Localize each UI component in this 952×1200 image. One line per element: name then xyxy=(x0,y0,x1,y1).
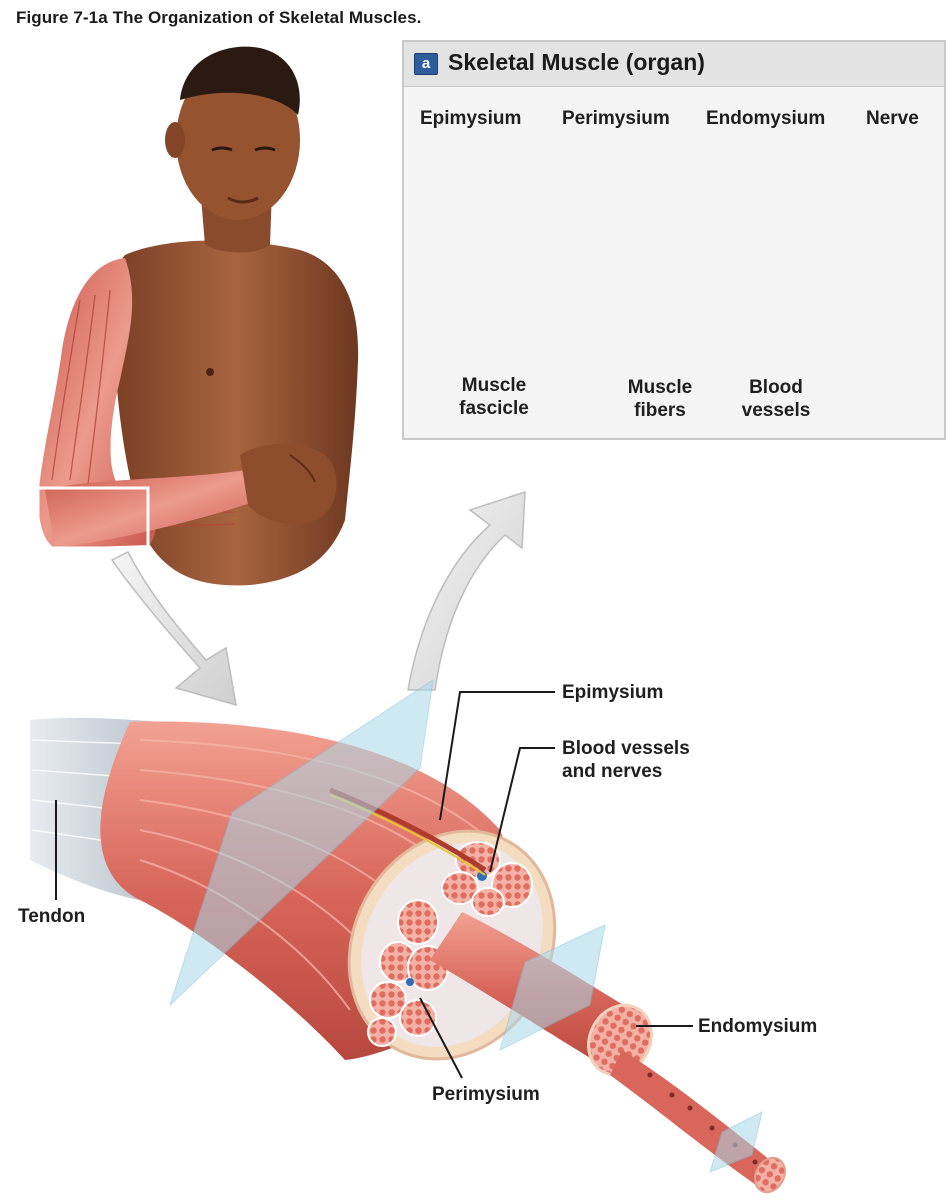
label-perimysium-bottom: Perimysium xyxy=(432,1084,540,1105)
label-muscle-fascicle-line1: Muscle xyxy=(461,375,527,396)
panel-header: a Skeletal Muscle (organ) xyxy=(404,42,944,87)
flow-arrow-up xyxy=(407,490,526,691)
panel-badge: a xyxy=(414,53,438,75)
label-blood-vessels-line1: Blood xyxy=(749,377,803,398)
skeletal-muscle-panel: a Skeletal Muscle (organ) xyxy=(402,40,946,440)
human-figure xyxy=(36,46,359,586)
flow-arrow-down xyxy=(110,550,237,707)
label-nerve-panel: Nerve xyxy=(866,108,919,129)
label-blood-vessels-nerves-line1: Blood vessels xyxy=(562,738,690,759)
label-blood-vessels-panel: Blood vessels xyxy=(728,376,824,422)
label-muscle-fibers: Muscle fibers xyxy=(612,376,708,422)
label-tendon: Tendon xyxy=(18,906,86,927)
muscle-illustration xyxy=(30,678,786,1194)
panel-title: Skeletal Muscle (organ) xyxy=(448,49,705,75)
label-perimysium-panel: Perimysium xyxy=(562,108,670,129)
label-muscle-fibers-line2: fibers xyxy=(634,400,686,421)
label-muscle-fascicle: Muscle fascicle xyxy=(446,374,542,420)
label-blood-vessels-nerves: Blood vessels and nerves xyxy=(562,737,690,783)
label-endomysium-panel: Endomysium xyxy=(706,108,826,129)
label-epimysium-panel: Epimysium xyxy=(420,108,522,129)
label-muscle-fascicle-line2: fascicle xyxy=(459,398,529,419)
label-muscle-fibers-line1: Muscle xyxy=(627,377,693,398)
figure-title: Figure 7-1a The Organization of Skeletal… xyxy=(16,8,422,27)
label-blood-vessels-nerves-line2: and nerves xyxy=(562,761,663,782)
label-epimysium-bottom: Epimysium xyxy=(562,682,664,703)
label-endomysium-bottom: Endomysium xyxy=(698,1016,818,1037)
label-blood-vessels-line2: vessels xyxy=(741,400,811,421)
